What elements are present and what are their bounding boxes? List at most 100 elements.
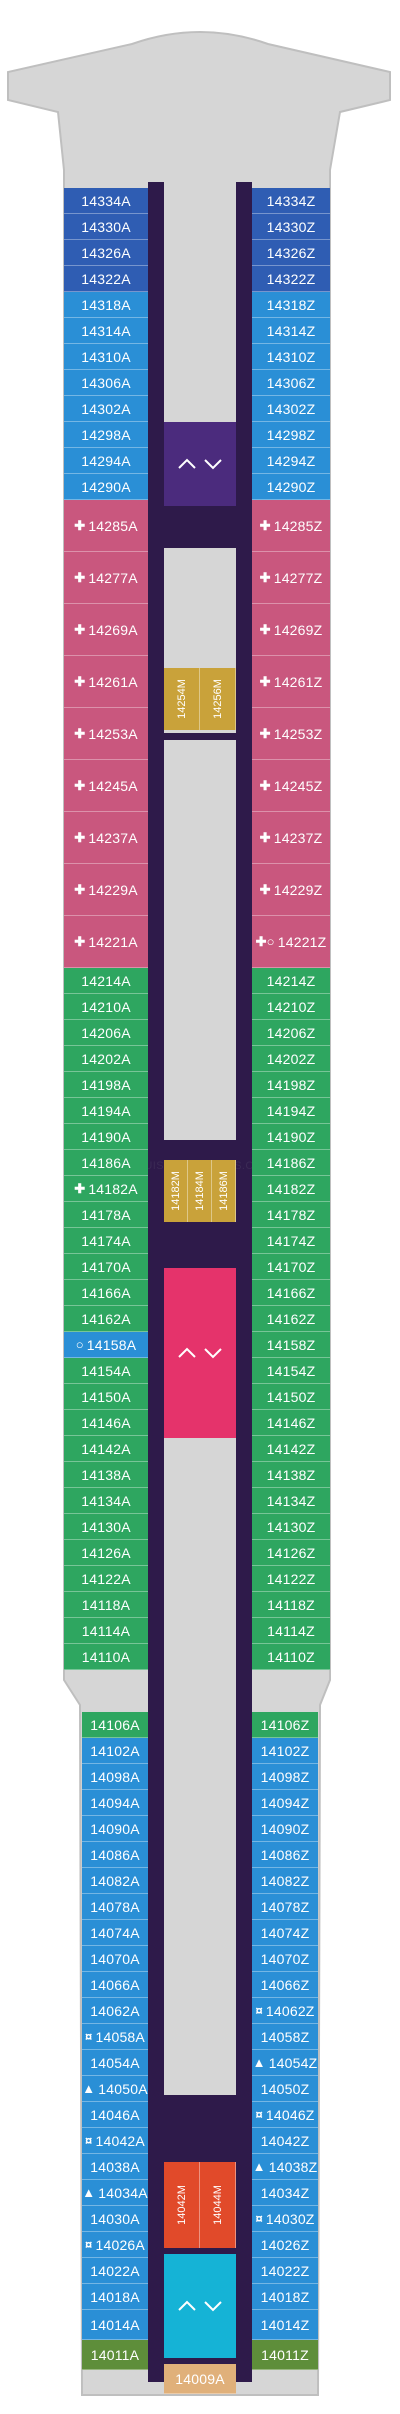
cabin-14062A[interactable]: 14062A [82,1998,148,2024]
cabin-14022Z[interactable]: 14022Z [252,2258,318,2284]
cabin-14237A[interactable]: ✚14237A [64,812,148,864]
cabin-14042M[interactable]: 14042M [164,2162,200,2248]
cabin-14221A[interactable]: ✚14221A [64,916,148,968]
cabin-14094Z[interactable]: 14094Z [252,1790,318,1816]
cabin-14190A[interactable]: 14190A [64,1124,148,1150]
cabin-14229Z[interactable]: ✚14229Z [252,864,330,916]
cabin-14090A[interactable]: 14090A [82,1816,148,1842]
cabin-14090Z[interactable]: 14090Z [252,1816,318,1842]
cabin-14277Z[interactable]: ✚14277Z [252,552,330,604]
cabin-14306Z[interactable]: 14306Z [252,370,330,396]
cabin-14082A[interactable]: 14082A [82,1868,148,1894]
cabin-14054A[interactable]: 14054A [82,2050,148,2076]
cabin-14122Z[interactable]: 14122Z [252,1566,330,1592]
cabin-14302Z[interactable]: 14302Z [252,396,330,422]
cabin-14066A[interactable]: 14066A [82,1972,148,1998]
cabin-14174Z[interactable]: 14174Z [252,1228,330,1254]
cabin-14150A[interactable]: 14150A [64,1384,148,1410]
cabin-14198Z[interactable]: 14198Z [252,1072,330,1098]
cabin-14018Z[interactable]: 14018Z [252,2284,318,2310]
cabin-14050A[interactable]: ▲14050A [82,2076,148,2102]
cabin-14158Z[interactable]: 14158Z [252,1332,330,1358]
cabin-14170Z[interactable]: 14170Z [252,1254,330,1280]
cabin-14245Z[interactable]: ✚14245Z [252,760,330,812]
cabin-14044M[interactable]: 14044M [200,2162,236,2248]
cabin-14182A[interactable]: ✚14182A [64,1176,148,1202]
cabin-14042A[interactable]: ¤14042A [82,2128,148,2154]
cabin-14106Z[interactable]: 14106Z [252,1712,318,1738]
cabin-14294Z[interactable]: 14294Z [252,448,330,474]
cabin-14134Z[interactable]: 14134Z [252,1488,330,1514]
cabin-14310A[interactable]: 14310A [64,344,148,370]
cabin-14254M[interactable]: 14254M [164,668,200,730]
cabin-14322A[interactable]: 14322A [64,266,148,292]
cabin-14026A[interactable]: ¤14026A [82,2232,148,2258]
cabin-14194Z[interactable]: 14194Z [252,1098,330,1124]
cabin-14102A[interactable]: 14102A [82,1738,148,1764]
cabin-14142Z[interactable]: 14142Z [252,1436,330,1462]
cabin-14229A[interactable]: ✚14229A [64,864,148,916]
cabin-14114A[interactable]: 14114A [64,1618,148,1644]
cabin-14314Z[interactable]: 14314Z [252,318,330,344]
cabin-14162Z[interactable]: 14162Z [252,1306,330,1332]
cabin-14210Z[interactable]: 14210Z [252,994,330,1020]
cabin-14122A[interactable]: 14122A [64,1566,148,1592]
cabin-14182Z[interactable]: 14182Z [252,1176,330,1202]
cabin-14285A[interactable]: ✚14285A [64,500,148,552]
cabin-14106A[interactable]: 14106A [82,1712,148,1738]
cabin-14130Z[interactable]: 14130Z [252,1514,330,1540]
cabin-14098Z[interactable]: 14098Z [252,1764,318,1790]
cabin-14126A[interactable]: 14126A [64,1540,148,1566]
cabin-14110A[interactable]: 14110A [64,1644,148,1670]
cabin-14206Z[interactable]: 14206Z [252,1020,330,1046]
cabin-14322Z[interactable]: 14322Z [252,266,330,292]
cabin-14334A[interactable]: 14334A [64,188,148,214]
cabin-14182M[interactable]: 14182M [164,1160,188,1222]
cabin-14074A[interactable]: 14074A [82,1920,148,1946]
cabin-14042Z[interactable]: 14042Z [252,2128,318,2154]
cabin-14245A[interactable]: ✚14245A [64,760,148,812]
cabin-14214Z[interactable]: 14214Z [252,968,330,994]
cabin-14190Z[interactable]: 14190Z [252,1124,330,1150]
cabin-14261Z[interactable]: ✚14261Z [252,656,330,708]
cabin-14256M[interactable]: 14256M [200,668,236,730]
cabin-14330Z[interactable]: 14330Z [252,214,330,240]
cabin-14202A[interactable]: 14202A [64,1046,148,1072]
cabin-14202Z[interactable]: 14202Z [252,1046,330,1072]
cabin-14146A[interactable]: 14146A [64,1410,148,1436]
cabin-14326A[interactable]: 14326A [64,240,148,266]
cabin-14082Z[interactable]: 14082Z [252,1868,318,1894]
cabin-14011Z[interactable]: 14011Z [252,2340,318,2370]
cabin-14269A[interactable]: ✚14269A [64,604,148,656]
cabin-14102Z[interactable]: 14102Z [252,1738,318,1764]
cabin-14162A[interactable]: 14162A [64,1306,148,1332]
cabin-14198A[interactable]: 14198A [64,1072,148,1098]
cabin-14261A[interactable]: ✚14261A [64,656,148,708]
cabin-14206A[interactable]: 14206A [64,1020,148,1046]
cabin-14074Z[interactable]: 14074Z [252,1920,318,1946]
cabin-14038Z[interactable]: ▲14038Z [252,2154,318,2180]
cabin-14178A[interactable]: 14178A [64,1202,148,1228]
cabin-14290A[interactable]: 14290A [64,474,148,500]
cabin-14166Z[interactable]: 14166Z [252,1280,330,1306]
cabin-14086Z[interactable]: 14086Z [252,1842,318,1868]
cabin-14046A[interactable]: 14046A [82,2102,148,2128]
cabin-14210A[interactable]: 14210A [64,994,148,1020]
cabin-14277A[interactable]: ✚14277A [64,552,148,604]
cabin-14150Z[interactable]: 14150Z [252,1384,330,1410]
cabin-14186M[interactable]: 14186M [212,1160,236,1222]
cabin-14154Z[interactable]: 14154Z [252,1358,330,1384]
cabin-14330A[interactable]: 14330A [64,214,148,240]
cabin-14058A[interactable]: ¤14058A [82,2024,148,2050]
cabin-14194A[interactable]: 14194A [64,1098,148,1124]
cabin-14158A[interactable]: ○14158A [64,1332,148,1358]
cabin-14038A[interactable]: 14038A [82,2154,148,2180]
cabin-14186A[interactable]: 14186A [64,1150,148,1176]
cabin-14034Z[interactable]: 14034Z [252,2180,318,2206]
cabin-14214A[interactable]: 14214A [64,968,148,994]
cabin-14054Z[interactable]: ▲14054Z [252,2050,318,2076]
cabin-14253A[interactable]: ✚14253A [64,708,148,760]
cabin-14078Z[interactable]: 14078Z [252,1894,318,1920]
cabin-14186Z[interactable]: 14186Z [252,1150,330,1176]
cabin-14034A[interactable]: ▲14034A [82,2180,148,2206]
